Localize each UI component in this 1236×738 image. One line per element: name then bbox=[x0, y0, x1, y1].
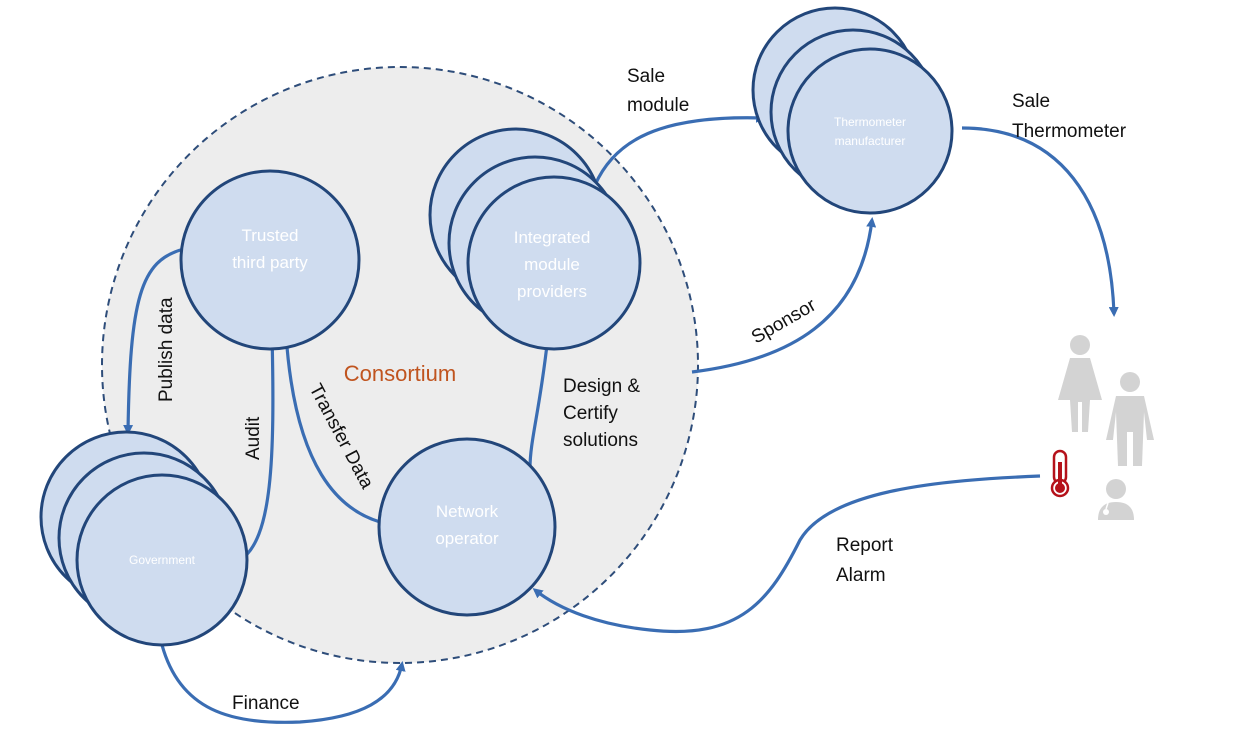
edge-sale-module bbox=[593, 112, 766, 186]
network-operator-line1: Network bbox=[436, 502, 499, 521]
doctor-icon bbox=[1098, 479, 1134, 520]
man-icon bbox=[1106, 372, 1154, 466]
edge-sponsor bbox=[691, 217, 877, 374]
edge-audit bbox=[239, 331, 278, 562]
design-certify-label-line2: Certify bbox=[563, 403, 618, 424]
edge-design-certify bbox=[528, 333, 553, 469]
edge-transfer-data bbox=[281, 331, 381, 524]
edge-finance bbox=[160, 644, 406, 724]
node-government: Government bbox=[39, 430, 249, 647]
design-certify-label-line1: Design & bbox=[563, 376, 640, 397]
trusted-third-party-line2: third party bbox=[232, 253, 308, 272]
design-certify-label-line3: solutions bbox=[563, 430, 638, 451]
integrated-module-providers-line3: providers bbox=[517, 282, 587, 301]
node-trusted-third-party: Trusted third party bbox=[179, 169, 361, 351]
government-label: Government bbox=[129, 553, 196, 567]
consortium-label: Consortium bbox=[344, 361, 456, 386]
thermometer-manufacturer-line1: Thermometer bbox=[834, 115, 906, 129]
edge-sale-thermometer bbox=[961, 126, 1119, 317]
node-network-operator: Network operator bbox=[377, 437, 557, 617]
node-integrated-module-providers: Integrated module providers bbox=[428, 127, 642, 351]
thermometer-manufacturer-line2: manufacturer bbox=[835, 134, 906, 148]
sale-thermometer-label-line2: Thermometer bbox=[1012, 121, 1127, 142]
sale-thermometer-label-line1: Sale bbox=[1012, 91, 1050, 112]
thermometer-icon bbox=[1050, 449, 1070, 498]
trusted-third-party-line1: Trusted bbox=[241, 226, 298, 245]
edge-publish-data bbox=[123, 247, 185, 435]
node-thermometer-manufacturer: Thermometer manufacturer bbox=[751, 6, 954, 215]
integrated-module-providers-line2: module bbox=[524, 255, 580, 274]
report-alarm-label-line1: Report bbox=[836, 535, 894, 556]
sale-module-label-line1: Sale bbox=[627, 66, 665, 87]
finance-label: Finance bbox=[232, 693, 300, 714]
publish-data-label: Publish data bbox=[156, 297, 177, 402]
integrated-module-providers-line1: Integrated bbox=[514, 228, 591, 247]
edge-report-alarm bbox=[532, 474, 1041, 634]
network-operator-line2: operator bbox=[435, 529, 499, 548]
report-alarm-label-line2: Alarm bbox=[836, 565, 886, 586]
sale-module-label-line2: module bbox=[627, 95, 689, 116]
audit-label: Audit bbox=[243, 416, 264, 460]
sponsor-label: Sponsor bbox=[748, 294, 820, 348]
edges bbox=[123, 112, 1119, 724]
woman-icon bbox=[1058, 335, 1102, 432]
